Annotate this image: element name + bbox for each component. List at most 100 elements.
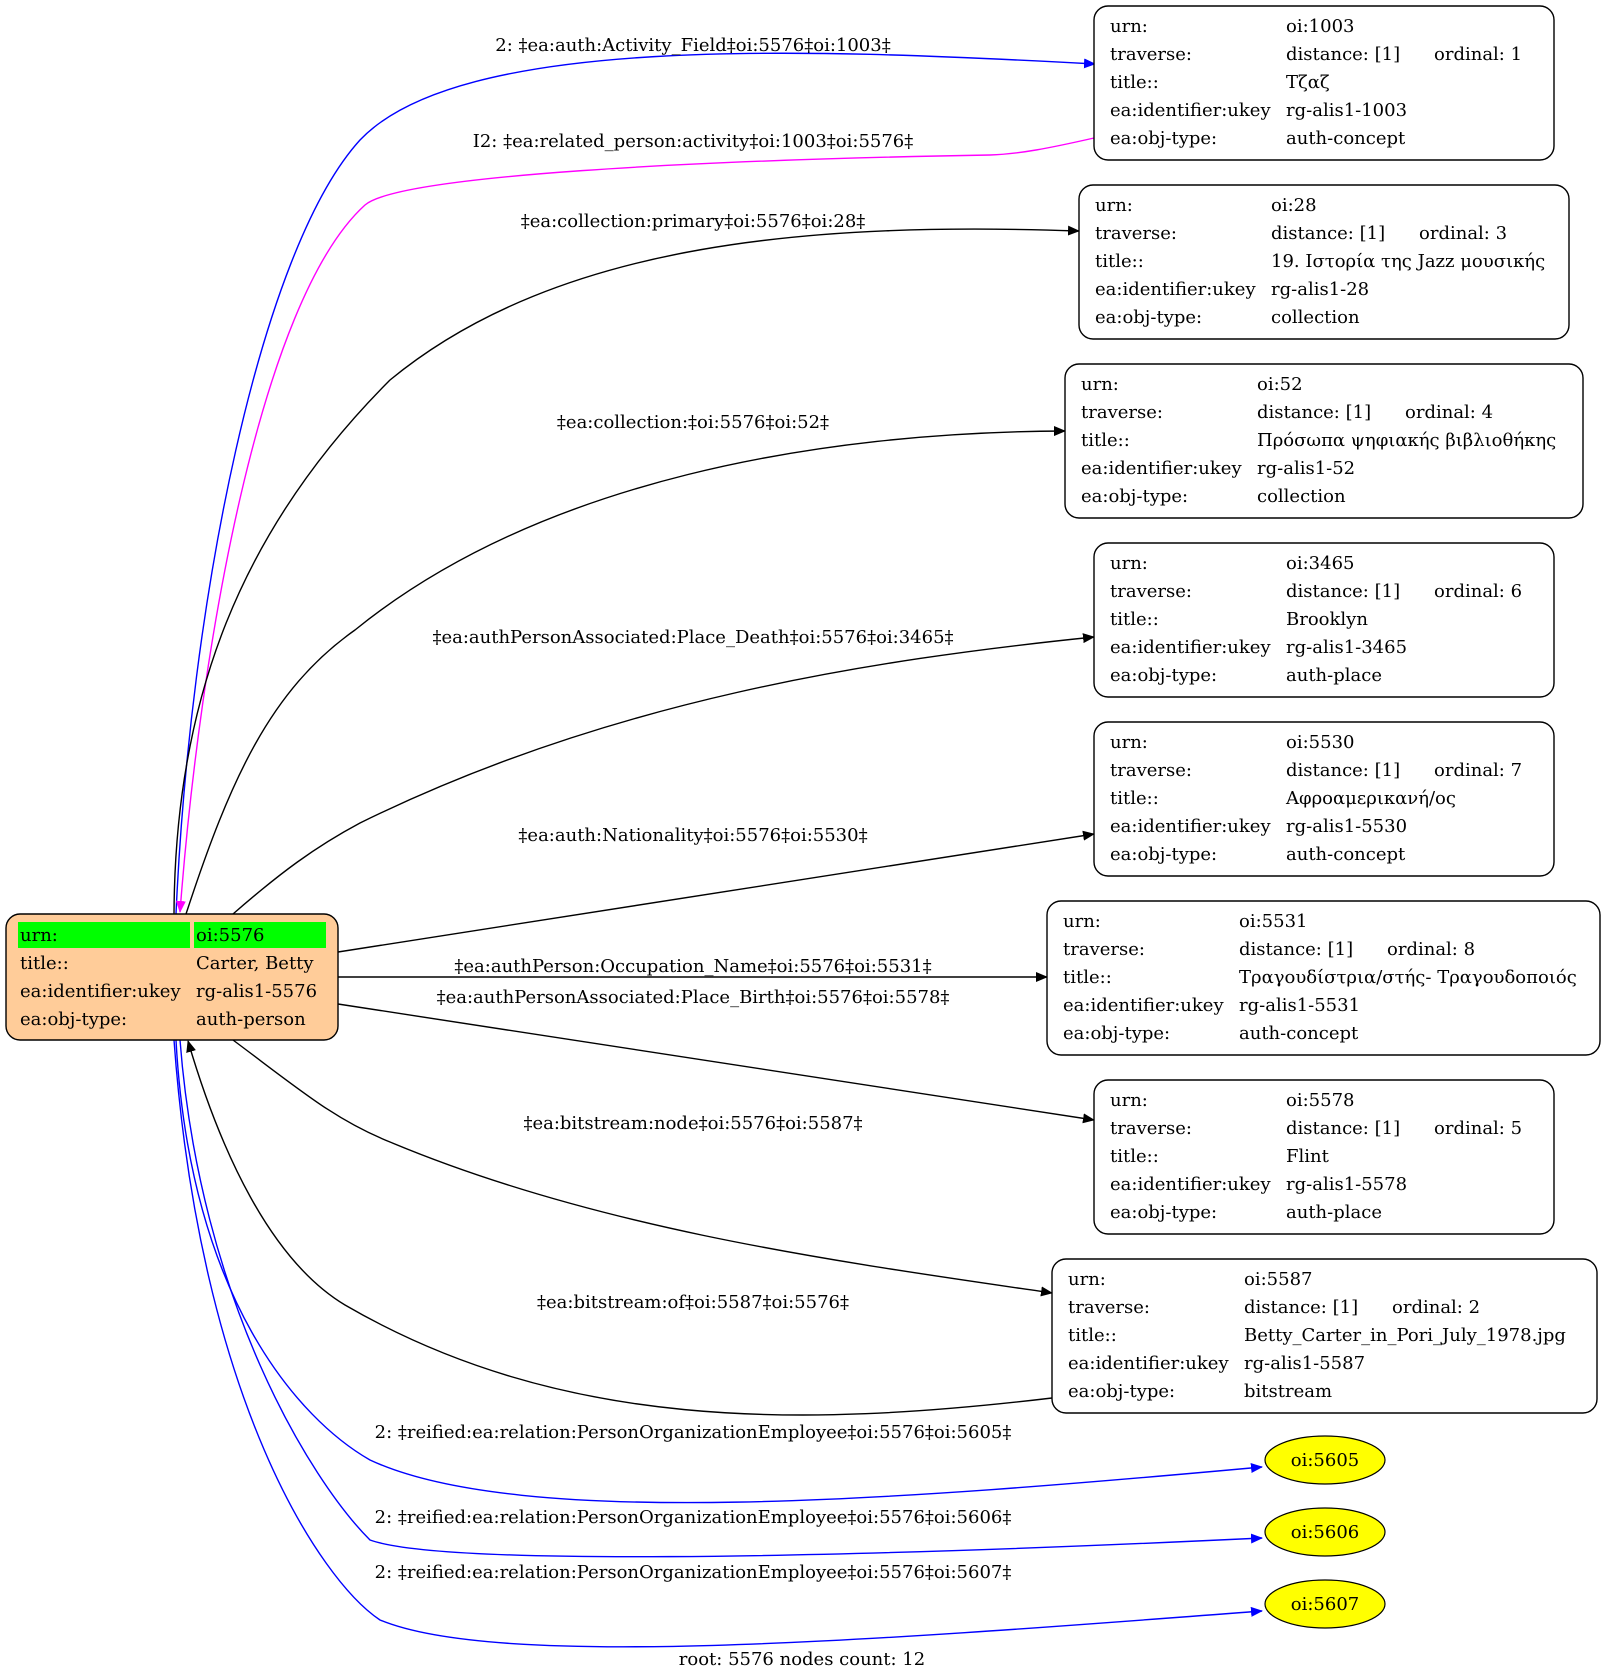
record-node-box bbox=[1046, 900, 1601, 1056]
edge-label-bitstream-of: ‡ea:bitstream:of‡oi:5587‡oi:5576‡ bbox=[537, 1292, 849, 1313]
edge-bitstream-of[interactable] bbox=[186, 1040, 1053, 1416]
record-distance-value: distance: [1] bbox=[1257, 402, 1371, 423]
edges-layer bbox=[173, 52, 1263, 1648]
edge-label-place-birth: ‡ea:authPersonAssociated:Place_Birth‡oi:… bbox=[437, 987, 950, 1008]
record-objtype-key: ea:obj-type: bbox=[1110, 665, 1217, 686]
edge-label-collection: ‡ea:collection:‡oi:5576‡oi:52‡ bbox=[557, 412, 829, 433]
record-distance-value: distance: [1] bbox=[1286, 1118, 1400, 1139]
record-urn-value: oi:5578 bbox=[1286, 1090, 1354, 1111]
record-node-box bbox=[1093, 1079, 1555, 1235]
record-ukey-key: ea:identifier:ukey bbox=[1068, 1353, 1229, 1374]
edge-label-nationality: ‡ea:auth:Nationality‡oi:5576‡oi:5530‡ bbox=[518, 825, 867, 846]
record-ukey-key: ea:identifier:ukey bbox=[1110, 100, 1271, 121]
edge-place-birth[interactable] bbox=[337, 1003, 1095, 1124]
record-objtype-value: collection bbox=[1257, 486, 1346, 507]
record-urn-key: urn: bbox=[1110, 1090, 1148, 1111]
node-oi-5606[interactable]: oi:5606 bbox=[1264, 1507, 1386, 1557]
record-objtype-value: collection bbox=[1271, 307, 1360, 328]
edge-employee-5606[interactable] bbox=[179, 1039, 1263, 1558]
record-ordinal-value: ordinal: 8 bbox=[1387, 939, 1475, 960]
record-urn-value: oi:5587 bbox=[1244, 1269, 1312, 1290]
record-objtype-value: bitstream bbox=[1244, 1381, 1332, 1402]
record-objtype-key: ea:obj-type: bbox=[1068, 1381, 1175, 1402]
root-objtype-value: auth-person bbox=[196, 1009, 306, 1030]
record-title-key: title:: bbox=[1063, 967, 1112, 988]
record-title-value: Betty_Carter_in_Pori_July_1978.jpg bbox=[1244, 1325, 1566, 1346]
edge-related-person-activity[interactable] bbox=[175, 137, 1095, 913]
record-traverse-key: traverse: bbox=[1063, 939, 1145, 960]
record-title-key: title:: bbox=[1110, 788, 1159, 809]
record-node-box bbox=[1064, 363, 1584, 519]
edge-activity-field[interactable] bbox=[175, 52, 1096, 915]
root-title-value: Carter, Betty bbox=[196, 953, 314, 974]
edge-collection-primary[interactable] bbox=[173, 225, 1080, 915]
edge-label-employee-5607: 2: ‡reified:ea:relation:PersonOrganizati… bbox=[375, 1562, 1012, 1583]
record-urn-key: urn: bbox=[1110, 16, 1148, 37]
node-oi-5606-label: oi:5606 bbox=[1291, 1522, 1359, 1543]
record-urn-key: urn: bbox=[1081, 374, 1119, 395]
node-oi-5607[interactable]: oi:5607 bbox=[1264, 1579, 1386, 1629]
edge-label-bitstream-node: ‡ea:bitstream:node‡oi:5576‡oi:5587‡ bbox=[523, 1113, 862, 1134]
edge-place-death[interactable] bbox=[232, 633, 1095, 915]
record-objtype-value: auth-concept bbox=[1239, 1023, 1359, 1044]
record-ordinal-value: ordinal: 7 bbox=[1434, 760, 1522, 781]
record-distance-value: distance: [1] bbox=[1286, 760, 1400, 781]
edge-collection[interactable] bbox=[185, 426, 1066, 915]
node-oi-5605[interactable]: oi:5605 bbox=[1264, 1435, 1386, 1485]
edge-employee-5607[interactable] bbox=[173, 1039, 1263, 1648]
record-urn-value: oi:1003 bbox=[1286, 16, 1354, 37]
record-title-value: Τραγουδίστρια/στής- Τραγουδοποιός bbox=[1239, 967, 1577, 988]
record-objtype-value: auth-concept bbox=[1286, 844, 1406, 865]
record-objtype-key: ea:obj-type: bbox=[1095, 307, 1202, 328]
record-title-value: 19. Ιστορία της Jazz μουσικής bbox=[1271, 251, 1545, 272]
record-objtype-key: ea:obj-type: bbox=[1110, 128, 1217, 149]
node-oi-5607-shape bbox=[1264, 1579, 1386, 1629]
edge-labels-layer: 2: ‡ea:auth:Activity_Field‡oi:5576‡oi:10… bbox=[375, 35, 1012, 1583]
record-urn-value: oi:5531 bbox=[1239, 911, 1307, 932]
record-node-box bbox=[1078, 184, 1570, 340]
edge-nationality[interactable] bbox=[337, 830, 1095, 953]
root-ukey-value: rg-alis1-5576 bbox=[196, 981, 317, 1002]
root-title-key: title:: bbox=[20, 953, 69, 974]
edge-employee-5605[interactable] bbox=[175, 1039, 1263, 1504]
record-ukey-value: rg-alis1-5531 bbox=[1239, 995, 1360, 1016]
record-ordinal-value: ordinal: 2 bbox=[1392, 1297, 1480, 1318]
record-traverse-key: traverse: bbox=[1081, 402, 1163, 423]
record-nodes-layer: urn: oi:1003 traverse: distance: [1] ordinal… bbox=[1046, 5, 1601, 1414]
record-objtype-key: ea:obj-type: bbox=[1081, 486, 1188, 507]
record-traverse-key: traverse: bbox=[1110, 44, 1192, 65]
record-urn-value: oi:3465 bbox=[1286, 553, 1354, 574]
record-title-value: Flint bbox=[1286, 1146, 1330, 1167]
node-oi-5605-shape bbox=[1264, 1435, 1386, 1485]
record-node-box bbox=[1093, 542, 1555, 698]
record-ordinal-value: ordinal: 3 bbox=[1419, 223, 1507, 244]
record-urn-key: urn: bbox=[1063, 911, 1101, 932]
record-distance-value: distance: [1] bbox=[1286, 44, 1400, 65]
root-node[interactable]: urn: oi:5576 title:: Carter, Betty ea:id… bbox=[5, 913, 339, 1041]
edge-label-occupation-name: ‡ea:authPerson:Occupation_Name‡oi:5576‡o… bbox=[454, 956, 931, 977]
record-title-value: Τζαζ bbox=[1286, 72, 1330, 93]
edge-label-collection-primary: ‡ea:collection:primary‡oi:5576‡oi:28‡ bbox=[521, 211, 866, 232]
node-oi-5605-label: oi:5605 bbox=[1291, 1450, 1359, 1471]
record-ordinal-value: ordinal: 1 bbox=[1434, 44, 1522, 65]
node-oi-1003[interactable]: urn: oi:1003 traverse: distance: [1] ordinal… bbox=[1093, 5, 1555, 161]
record-urn-key: urn: bbox=[1110, 732, 1148, 753]
record-urn-value: oi:5530 bbox=[1286, 732, 1354, 753]
record-ukey-value: rg-alis1-5530 bbox=[1286, 816, 1407, 837]
record-objtype-key: ea:obj-type: bbox=[1063, 1023, 1170, 1044]
record-title-value: Αφροαμερικανή/ος bbox=[1285, 788, 1456, 809]
record-ukey-value: rg-alis1-28 bbox=[1271, 279, 1369, 300]
record-traverse-key: traverse: bbox=[1110, 581, 1192, 602]
record-objtype-value: auth-place bbox=[1286, 1202, 1382, 1223]
record-objtype-value: auth-place bbox=[1286, 665, 1382, 686]
edge-label-employee-5606: 2: ‡reified:ea:relation:PersonOrganizati… bbox=[375, 1507, 1012, 1528]
edge-bitstream-node[interactable] bbox=[232, 1039, 1053, 1297]
